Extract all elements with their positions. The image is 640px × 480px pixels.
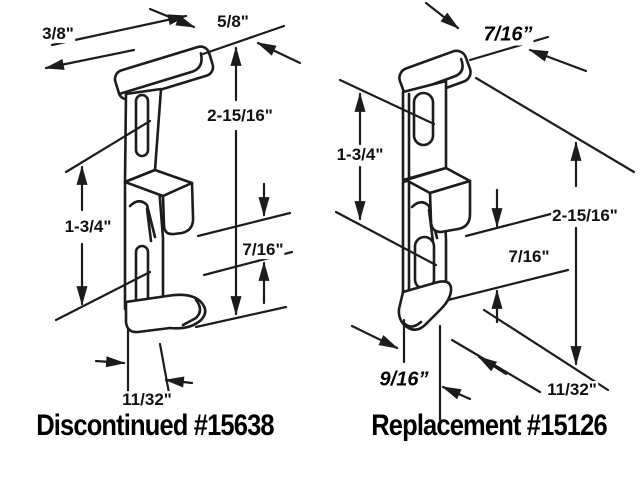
dim-5-8-ext — [201, 24, 286, 56]
dim-label-2-15-16-right: 2-15/16" — [551, 206, 619, 226]
dim-label-7-16-left: 7/16" — [241, 240, 285, 260]
dim-3-8-line-b — [44, 48, 136, 70]
dim-1-3-4-ext-a — [64, 119, 152, 174]
dim-7-16-mid-ext-a — [464, 208, 568, 238]
bracket-replacement-drawing — [397, 49, 472, 332]
dim-11-32-ext-diag — [450, 338, 542, 394]
dim-1-3-4-ext-a — [338, 78, 436, 126]
dim-2-15-16-ext-top — [474, 76, 636, 174]
caption-discontinued: Discontinued #15638 — [36, 409, 274, 442]
bottom-foot — [124, 293, 207, 334]
dim-2-15-16-ext-bottom — [482, 308, 610, 392]
hook-tongue — [410, 200, 439, 240]
dim-11-32-arrow-b — [164, 376, 194, 388]
dimension-lines-right — [334, 1, 636, 422]
bottom-foot — [397, 280, 453, 332]
dim-7-16-ext-a — [196, 211, 292, 238]
dim-1-3-4-ext-b — [334, 210, 438, 267]
dim-label-7-16-mid-right: 7/16" — [507, 247, 551, 267]
dim-11-32-ext-b — [158, 342, 171, 395]
caption-replacement: Replacement #15126 — [371, 409, 607, 442]
dim-11-32-arrow — [477, 355, 508, 376]
hook-tongue-edge — [145, 207, 153, 243]
dim-label-7-16-top-right: 7/16” — [482, 23, 534, 46]
dim-label-9-16-right: 9/16” — [378, 368, 430, 391]
top-flange — [113, 45, 215, 101]
dim-1-3-4-ext-b — [54, 270, 152, 322]
dim-5-8-arrow-a — [148, 7, 196, 29]
dim-11-32-arrow-a — [94, 356, 126, 368]
dim-label-5-8: 5/8" — [216, 12, 250, 32]
dim-label-11-32-left: 11/32" — [121, 390, 173, 410]
dim-7-16-top-arrow-b — [528, 48, 588, 73]
dim-label-3-8: 3/8" — [41, 24, 75, 44]
dimension-lines-left — [44, 7, 302, 395]
bottom-foot-inner-edge — [181, 298, 202, 327]
dim-label-11-32-right: 11/32" — [546, 380, 598, 400]
dim-label-1-3-4-left: 1-3/4" — [63, 217, 113, 237]
dim-7-16-mid-ext-b — [446, 268, 570, 302]
bottom-foot-inner-edge — [403, 320, 423, 328]
dim-2-15-16-ext — [194, 305, 288, 329]
hook-tongue — [128, 199, 157, 239]
dim-9-16-arrow-a — [350, 324, 399, 350]
dim-7-16-top-arrow-a — [424, 1, 460, 30]
dim-label-1-3-4-right: 1-3/4" — [335, 145, 385, 165]
dim-7-16-top-ext — [468, 35, 550, 62]
dim-9-16-arrow-b — [441, 385, 472, 401]
dim-5-8-arrow-b — [256, 41, 302, 65]
dim-label-2-15-16-left: 2-15/16" — [206, 106, 274, 126]
tab-front-face — [428, 179, 472, 234]
bracket-discontinued-drawing — [113, 45, 215, 334]
tab-front-face — [161, 181, 195, 236]
